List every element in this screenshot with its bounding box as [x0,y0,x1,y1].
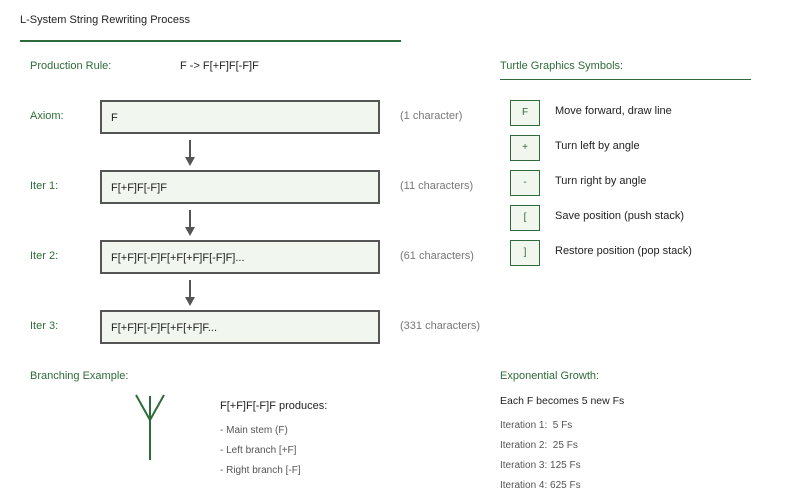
tree-left-branch [135,394,151,421]
branching-line-2: - Left branch [+F] [220,445,297,456]
iter1-string-box: F[+F]F[-F]F [100,170,380,204]
iter1-label: Iter 1: [30,180,59,192]
legend-title: Turtle Graphics Symbols: [500,60,624,72]
growth-line-3: Iteration 3: 125 Fs [500,460,581,471]
legend-symbol-close-bracket: ] [510,240,540,266]
iter2-label: Iter 2: [30,250,59,262]
legend-symbol-f: F [510,100,540,126]
growth-heading: Each F becomes 5 new Fs [500,395,625,407]
iter2-string-box: F[+F]F[-F]F[+F[+F]F[-F]F]... [100,240,380,274]
tree-right-branch [149,394,165,421]
page-title: L-System String Rewriting Process [20,14,190,26]
arrow-2-head-icon [185,227,195,236]
iter2-char-count: (61 characters) [400,250,474,262]
legend-symbol-minus: - [510,170,540,196]
axiom-string-box: F [100,100,380,134]
iter3-char-count: (331 characters) [400,320,481,332]
branching-line-3: - Right branch [-F] [220,465,301,476]
branching-title: Branching Example: [30,370,129,382]
axiom-label: Axiom: [30,110,64,122]
branching-tree-icon [135,394,165,460]
growth-line-4: Iteration 4: 625 Fs [500,480,581,491]
arrow-2-shaft [189,210,191,227]
branching-line-1: - Main stem (F) [220,425,288,436]
legend-divider [500,79,751,80]
growth-line-1: Iteration 1: 5 Fs [500,420,573,431]
iter3-label: Iter 3: [30,320,59,332]
title-divider [20,40,401,42]
production-rule-label: Production Rule: [30,60,112,72]
production-rule-value: F -> F[+F]F[-F]F [180,60,259,72]
iter1-char-count: (11 characters) [400,180,474,192]
legend-desc-f: Move forward, draw line [555,105,672,117]
legend-symbol-plus: + [510,135,540,161]
arrow-1-head-icon [185,157,195,166]
legend-desc-open-bracket: Save position (push stack) [555,210,685,222]
legend-desc-plus: Turn left by angle [555,140,640,152]
growth-line-2: Iteration 2: 25 Fs [500,440,578,451]
legend-desc-close-bracket: Restore position (pop stack) [555,245,692,257]
branching-heading: F[+F]F[-F]F produces: [220,400,328,412]
iter3-string-box: F[+F]F[-F]F[+F[+F]F... [100,310,380,344]
arrow-3-shaft [189,280,191,297]
legend-desc-minus: Turn right by angle [555,175,647,187]
growth-title: Exponential Growth: [500,370,600,382]
arrow-1-shaft [189,140,191,157]
axiom-char-count: (1 character) [400,110,463,122]
legend-symbol-open-bracket: [ [510,205,540,231]
arrow-3-head-icon [185,297,195,306]
